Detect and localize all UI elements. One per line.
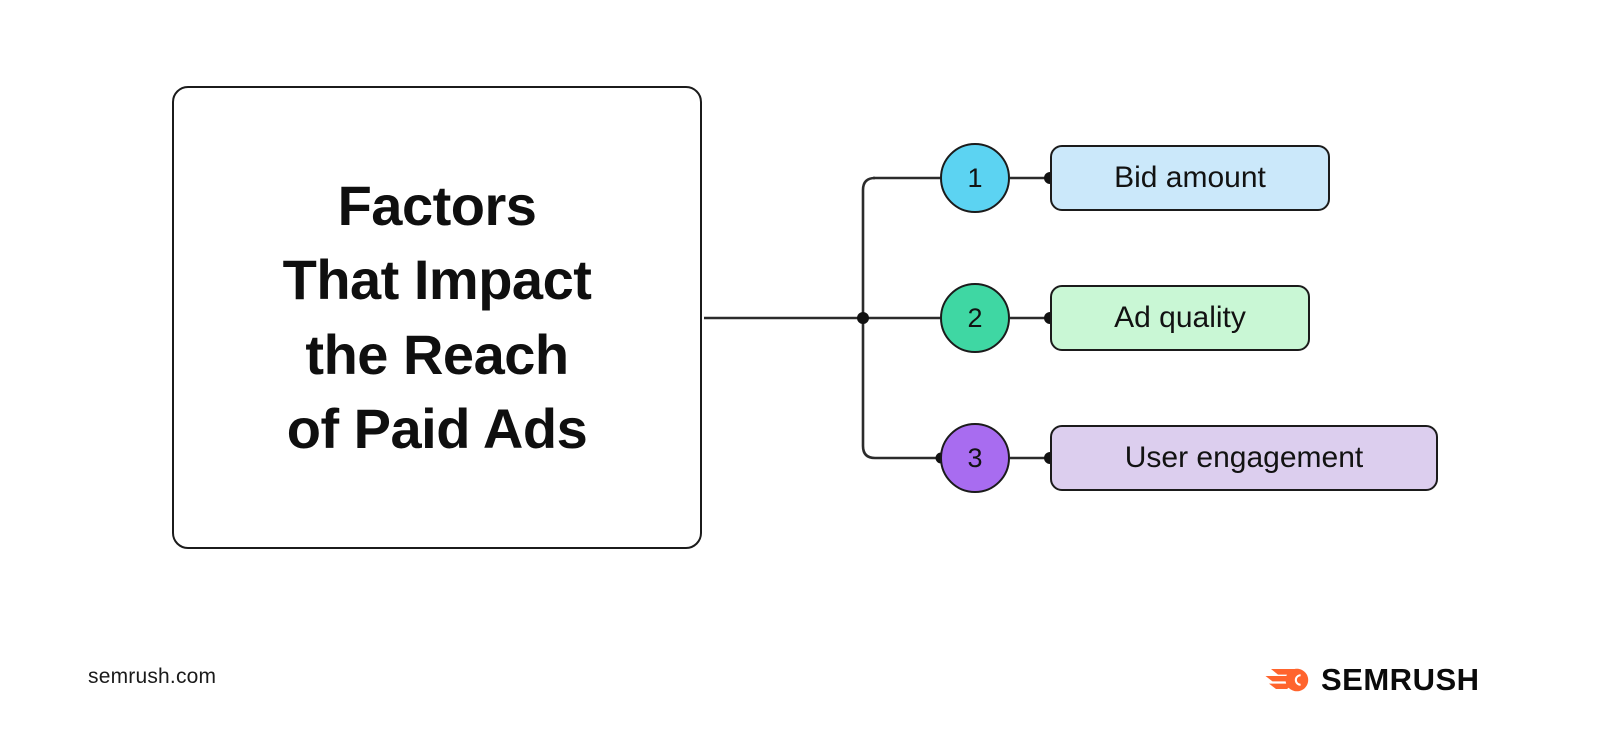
branch-number-2: 2 bbox=[967, 302, 983, 333]
branch-label-text-3: User engagement bbox=[1124, 441, 1364, 474]
branch-number-circle-2: 2 bbox=[940, 283, 1010, 353]
source-url: semrush.com bbox=[88, 665, 217, 688]
page-title: Factors That Impact the Reach of Paid Ad… bbox=[282, 173, 592, 460]
semrush-logo: SEMRUSH bbox=[1264, 661, 1480, 699]
semrush-wordmark: SEMRUSH bbox=[1321, 662, 1480, 697]
spine-line bbox=[861, 176, 940, 460]
main-title-card: Factors That Impact the Reach of Paid Ad… bbox=[172, 86, 702, 549]
branch-label-box-1: Bid amount bbox=[1050, 145, 1330, 211]
semrush-comet-icon bbox=[1265, 668, 1309, 692]
branch-label-box-2: Ad quality bbox=[1050, 285, 1310, 351]
branch-number-circle-1: 1 bbox=[940, 143, 1010, 213]
junction-dot bbox=[857, 312, 869, 324]
branch-number-1: 1 bbox=[967, 162, 983, 193]
branch-number-circle-3: 3 bbox=[940, 423, 1010, 493]
branch-label-text-2: Ad quality bbox=[1114, 301, 1246, 334]
branch-number-3: 3 bbox=[967, 442, 983, 473]
branch-label-text-1: Bid amount bbox=[1114, 161, 1266, 194]
branch-label-box-3: User engagement bbox=[1050, 425, 1438, 491]
